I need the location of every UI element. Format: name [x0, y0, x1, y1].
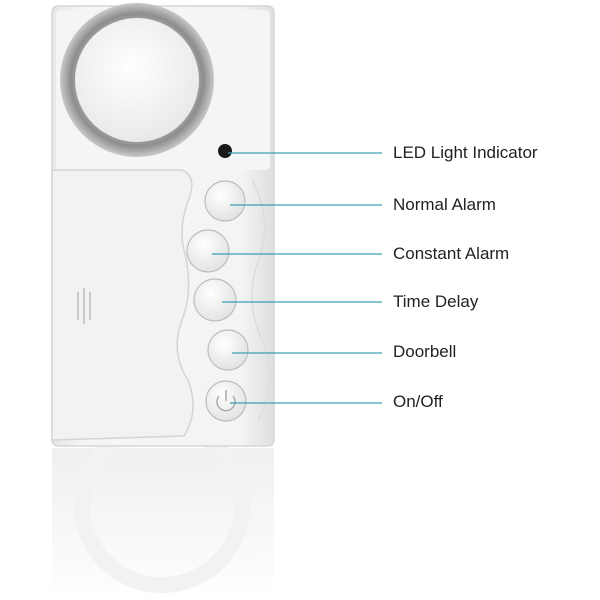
label-doorbell: Doorbell: [393, 342, 457, 361]
button-time-delay[interactable]: [193, 278, 237, 322]
button-on-off[interactable]: [205, 380, 247, 422]
label-on-off: On/Off: [393, 392, 443, 411]
label-constant-alarm: Constant Alarm: [393, 244, 510, 263]
button-normal-alarm[interactable]: [204, 180, 246, 222]
battery-cover: [51, 169, 271, 441]
leader-lines: [212, 152, 382, 404]
label-led-indicator: LED Light Indicator: [393, 143, 538, 162]
device-reflection: [52, 417, 274, 600]
speaker-grille: [60, 3, 214, 157]
button-constant-alarm[interactable]: [186, 229, 230, 273]
label-normal-alarm: Normal Alarm: [393, 195, 496, 214]
button-doorbell[interactable]: [207, 329, 249, 371]
label-time-delay: Time Delay: [393, 292, 479, 311]
led-indicator: [218, 144, 232, 158]
power-icon: [216, 395, 236, 412]
